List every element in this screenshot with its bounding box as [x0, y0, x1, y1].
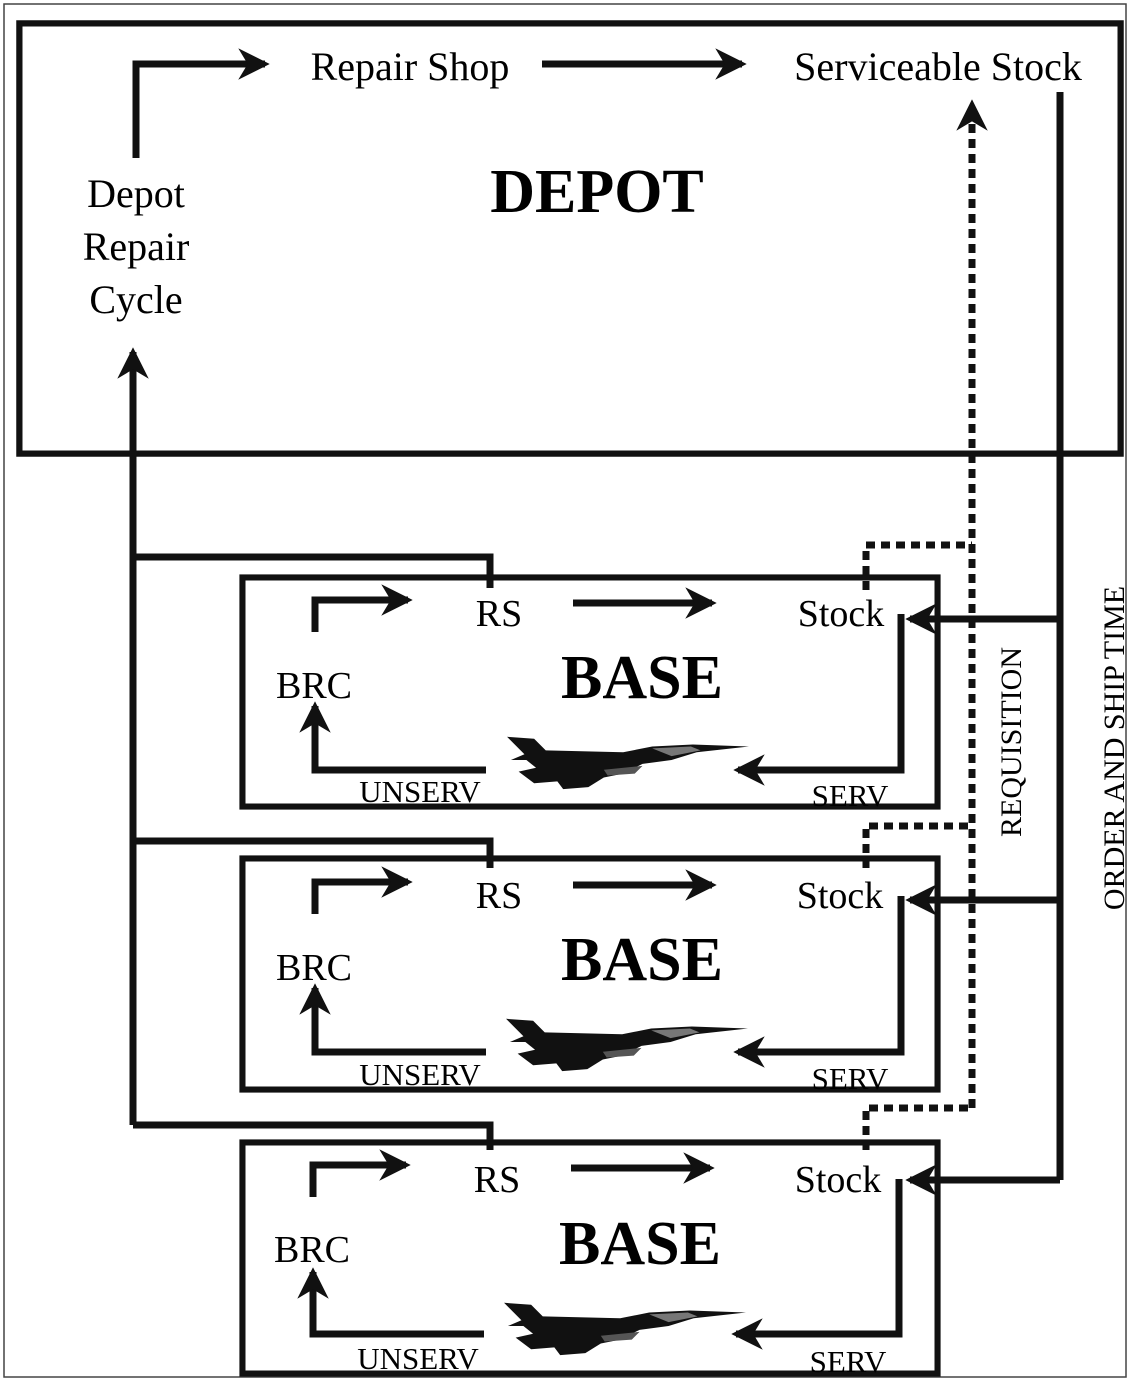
base-2-brc-label: BRC	[276, 947, 352, 989]
base-1-requisition-line	[866, 545, 972, 590]
base-2-requisition-line	[866, 826, 972, 868]
base-3-unserv-label: UNSERV	[357, 1341, 479, 1376]
requisition-label: REQUISITION	[995, 647, 1028, 837]
base-2-serv-label: SERV	[812, 1061, 889, 1096]
base-2-return-line	[133, 841, 490, 868]
order-and-ship-time-label: ORDER AND SHIP TIME	[1098, 586, 1130, 910]
depot-repair-cycle-line-3: Cycle	[89, 277, 182, 322]
base-1-serv-label: SERV	[812, 778, 889, 813]
base-1-stock-label: Stock	[798, 593, 885, 635]
base-2-title: BASE	[561, 926, 723, 994]
base-2-rs-label: RS	[476, 875, 522, 917]
base-3-brc-label: BRC	[274, 1229, 350, 1271]
base-3-stock-label: Stock	[795, 1159, 882, 1201]
depot-repair-cycle-line-2: Repair	[83, 224, 190, 269]
base-1-title: BASE	[561, 644, 723, 712]
base-2-stock-label: Stock	[797, 875, 884, 917]
base-1-unserv-label: UNSERV	[359, 774, 481, 809]
base-3-return-line	[133, 1125, 490, 1150]
base-2-fighter-jet-icon	[506, 1019, 748, 1071]
depot-repair-cycle-line-1: Depot	[87, 171, 185, 216]
base-1-return-line	[133, 557, 490, 588]
base-1-rs-label: RS	[476, 593, 522, 635]
depot-to-repair-shop-arrow	[136, 64, 265, 158]
base-3-rs-label: RS	[474, 1159, 520, 1201]
repair-shop-label: Repair Shop	[311, 44, 510, 89]
base-3-serv-label: SERV	[810, 1344, 887, 1379]
base-3-title: BASE	[559, 1210, 721, 1278]
base-1-fighter-jet-icon	[507, 737, 749, 789]
base-2-unserv-label: UNSERV	[359, 1057, 481, 1092]
serviceable-stock-label: Serviceable Stock	[794, 44, 1082, 89]
base-3-fighter-jet-icon	[504, 1303, 746, 1355]
base-1-brc-label: BRC	[276, 665, 352, 707]
depot-title: DEPOT	[490, 158, 704, 226]
